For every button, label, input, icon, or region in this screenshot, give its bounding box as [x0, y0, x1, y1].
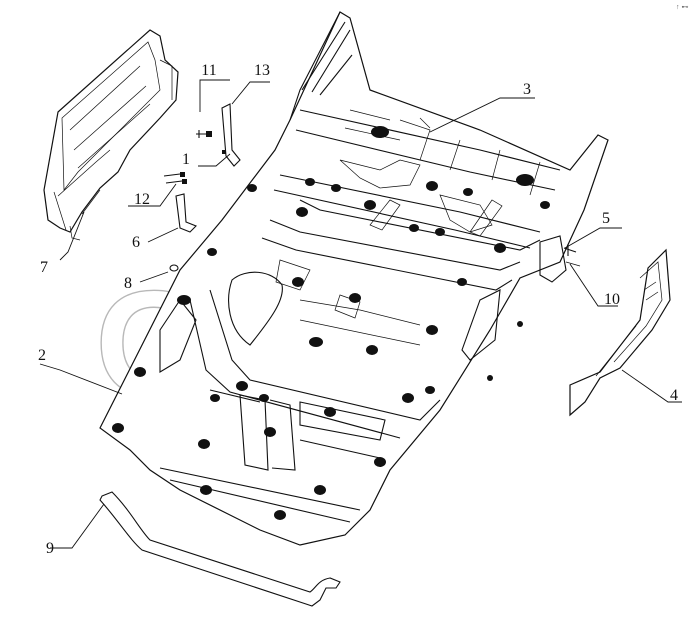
callout-12: 12 [134, 191, 150, 208]
part-11-bolt [196, 130, 212, 138]
callout-2: 2 [38, 347, 46, 364]
callout-1: 1 [182, 151, 190, 168]
callout-11: 11 [201, 62, 216, 79]
part-7-left-heat-shield [43, 29, 179, 241]
callout-7: 7 [40, 259, 48, 276]
callout-5: 5 [602, 210, 610, 227]
callout-13: 13 [254, 62, 270, 79]
leader-lines [39, 79, 682, 549]
callout-8: 8 [124, 275, 132, 292]
corner-mark: ↑ ⊷ [676, 4, 688, 11]
part-13-bracket [221, 103, 241, 167]
main-floor-panel [99, 11, 609, 546]
part-8-clip [169, 264, 179, 272]
part-6-bracket [175, 193, 197, 233]
callout-9: 9 [46, 540, 54, 557]
callout-10: 10 [604, 291, 620, 308]
part-10-bracket [539, 235, 581, 283]
part-12-bolts [163, 172, 187, 184]
part-4-right-heat-shield [569, 248, 671, 417]
part-9-seal-strip [99, 491, 341, 607]
callout-4: 4 [670, 387, 678, 404]
callout-3: 3 [523, 81, 531, 98]
callout-6: 6 [132, 234, 140, 251]
part-3-rear-floor [273, 11, 561, 253]
